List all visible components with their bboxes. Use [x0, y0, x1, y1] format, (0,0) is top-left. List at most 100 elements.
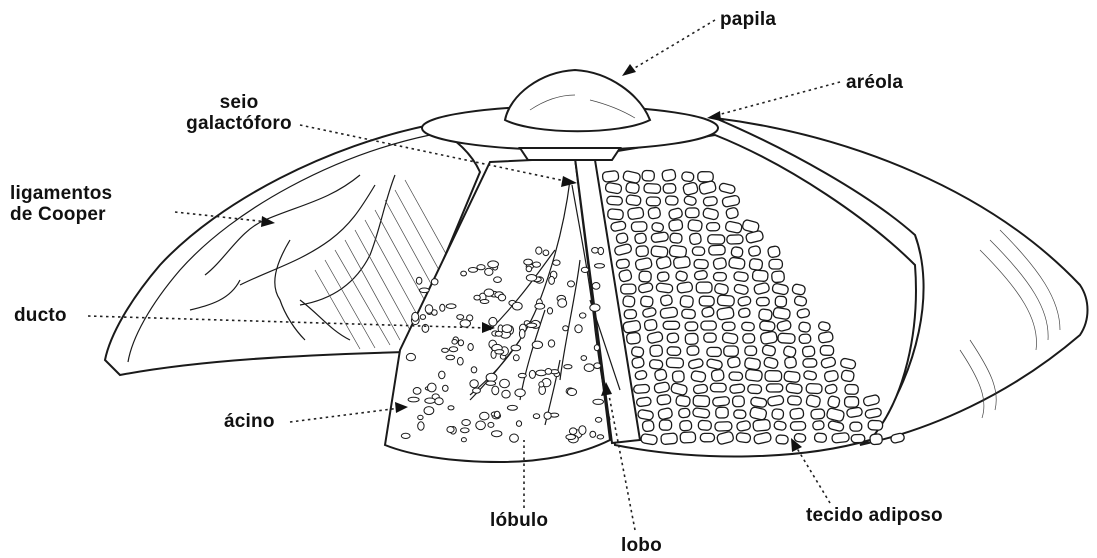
fat-cell [841, 370, 855, 382]
fat-cell [727, 235, 743, 244]
acinus [449, 347, 457, 352]
acinus [443, 385, 449, 391]
fat-cell [798, 322, 811, 333]
fat-cell [692, 408, 710, 419]
acinus [418, 415, 423, 419]
acinus [595, 264, 605, 268]
fat-cell [766, 384, 783, 392]
fat-cell [820, 345, 834, 355]
fat-cell [814, 433, 827, 443]
fat-cell [741, 322, 754, 331]
fat-cell [756, 297, 769, 306]
fat-cell [607, 209, 623, 220]
acinus [566, 435, 576, 440]
fat-cell [656, 283, 673, 294]
acinus [502, 325, 512, 333]
acinus [416, 277, 422, 284]
fat-cell [717, 295, 734, 306]
fat-cell [846, 407, 862, 418]
leader-areola [714, 82, 840, 116]
fat-cell [679, 420, 691, 431]
acinus [448, 406, 454, 410]
label-areola: aréola [846, 72, 903, 93]
fat-cell [731, 246, 743, 257]
fat-cell [680, 432, 696, 443]
acinus [494, 411, 500, 417]
fat-cell [623, 296, 636, 308]
acinus [406, 353, 415, 360]
acinus [440, 304, 445, 311]
acinus [452, 340, 457, 345]
label-lobo: lobo [621, 535, 662, 556]
fat-cell [772, 409, 784, 420]
acinus [480, 300, 489, 304]
acinus [488, 422, 494, 427]
fat-cell [694, 259, 709, 269]
acinus [549, 276, 555, 284]
acinus [474, 295, 480, 300]
acinus [461, 428, 470, 433]
fat-cell [824, 370, 839, 382]
fat-cell [676, 395, 691, 407]
label-seio-galactoforo: seio galactóforo [174, 92, 304, 134]
fat-cell [669, 245, 687, 258]
acinus [593, 399, 604, 404]
acinus [457, 315, 464, 320]
acinus [489, 317, 497, 326]
fat-cell [868, 420, 883, 430]
fat-cell [703, 196, 718, 206]
acinus [575, 325, 582, 333]
acinus [584, 364, 594, 372]
acinus [526, 266, 532, 272]
acinus [418, 422, 424, 430]
fat-cell [672, 371, 684, 383]
acinus [563, 326, 569, 331]
fat-cell [688, 219, 703, 231]
fat-cell [738, 308, 751, 318]
acinus [592, 248, 599, 254]
fat-cell [722, 322, 735, 331]
acinus [419, 288, 429, 293]
fat-cell [693, 384, 708, 394]
fat-cell [668, 219, 683, 231]
fat-cell [625, 182, 639, 194]
fat-cell [786, 383, 803, 394]
fat-cell [670, 233, 683, 244]
acinus [447, 427, 454, 433]
fat-cell [827, 395, 840, 408]
acinus [592, 283, 600, 290]
fat-cell [752, 270, 768, 282]
acinus [535, 303, 545, 309]
fat-cell [627, 207, 644, 220]
acinus [413, 388, 421, 395]
fat-cell [784, 357, 797, 369]
fat-cell [769, 259, 782, 269]
acinus [468, 268, 477, 273]
fat-cell [784, 371, 801, 383]
acinus [598, 247, 604, 254]
fat-cell [642, 170, 655, 181]
acinus [595, 417, 601, 422]
fat-cell [803, 359, 817, 368]
acinus [408, 397, 419, 402]
acinus [428, 383, 437, 392]
acinus [457, 357, 463, 365]
acinus [439, 371, 445, 379]
fat-cell [693, 395, 710, 407]
acinus [480, 412, 489, 420]
fat-cell [710, 383, 726, 392]
label-seio-line2: galactóforo [174, 113, 304, 134]
fat-cell [758, 309, 772, 321]
fat-cell [845, 384, 859, 394]
fat-cell [685, 208, 699, 218]
acinus [492, 386, 499, 395]
fat-cell [799, 334, 811, 344]
fat-cell [631, 346, 644, 357]
fat-cell [667, 333, 679, 343]
acinus [492, 431, 502, 437]
fat-cell [639, 271, 651, 282]
acinus [485, 268, 493, 275]
fat-cell [660, 307, 678, 319]
